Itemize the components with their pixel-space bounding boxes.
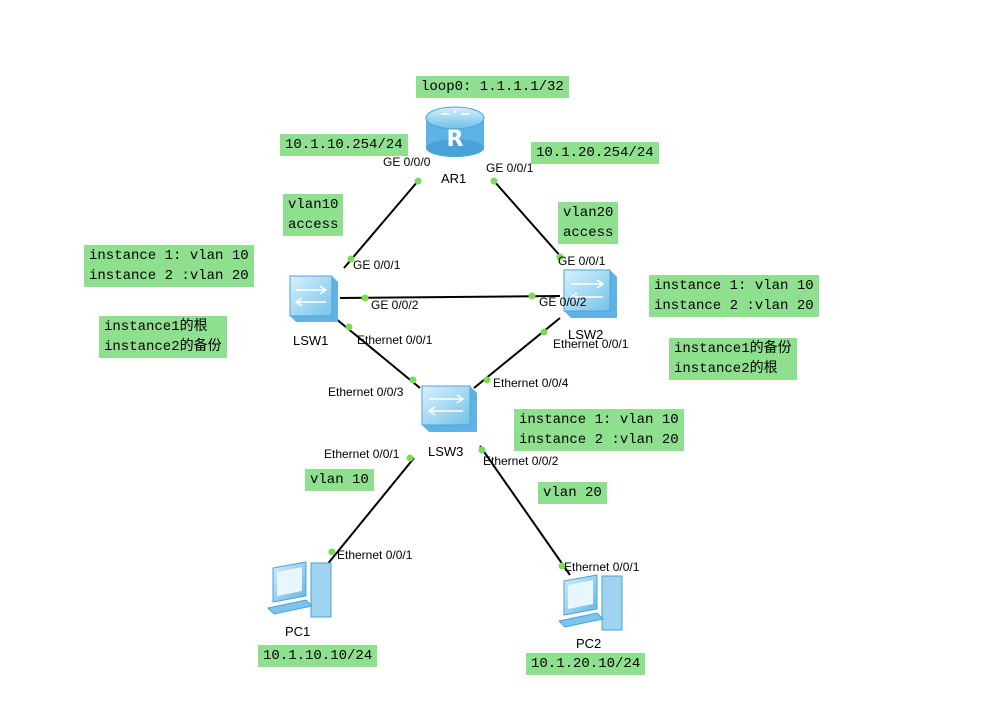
pc-icon[interactable]: [557, 574, 623, 631]
port-label-lsw3-e1: Ethernet 0/0/1: [324, 447, 400, 461]
port-label-pc2-e1: Ethernet 0/0/1: [564, 560, 640, 574]
note-line: instance 2 :vlan 20: [89, 268, 249, 284]
port-label-lsw3-e4: Ethernet 0/0/4: [493, 376, 569, 390]
note-line: instance1的备份: [674, 341, 792, 357]
port-dot: [406, 454, 414, 462]
port-dot: [540, 328, 548, 336]
note-lsw2-role: instance1的备份 instance2的根: [669, 338, 797, 380]
link-ar1-lsw2: [493, 180, 563, 259]
router-icon[interactable]: R: [425, 106, 485, 157]
port-label-lsw1-e1: Ethernet 0/0/1: [357, 333, 433, 347]
switch-icon[interactable]: [421, 385, 477, 432]
note-line: access: [288, 217, 339, 233]
port-label-lsw2-g2: GE 0/0/2: [539, 295, 587, 309]
note-line: instance1的根: [104, 319, 208, 335]
note-pc2-vlan: vlan 20: [538, 482, 607, 504]
port-dot: [347, 255, 355, 263]
link-lsw3-pc2: [479, 445, 571, 576]
port-dot: [345, 323, 353, 331]
port-label-lsw2-e1: Ethernet 0/0/1: [553, 337, 629, 351]
note-pc2-ip: 10.1.20.10/24: [526, 653, 646, 675]
note-lsw1-role: instance1的根 instance2的备份: [99, 316, 227, 358]
port-label-lsw3-e2: Ethernet 0/0/2: [483, 454, 559, 468]
note-lsw3-instances: instance 1: vlan 10 instance 2 :vlan 20: [514, 409, 684, 451]
port-label-pc1-e1: Ethernet 0/0/1: [337, 548, 413, 562]
port-label-ar1-g1: GE 0/0/1: [486, 161, 534, 175]
port-label-lsw1-g1: GE 0/0/1: [353, 258, 401, 272]
port-dot: [361, 294, 369, 302]
port-dot: [409, 376, 417, 384]
device-label-lsw1: LSW1: [293, 333, 329, 348]
port-dot: [414, 177, 422, 185]
link-lsw3-pc1: [325, 457, 415, 567]
device-label-lsw3: LSW3: [428, 444, 464, 459]
note-ar1-g0-ip: 10.1.10.254/24: [280, 134, 408, 156]
port-label-lsw2-g1: GE 0/0/1: [558, 254, 606, 268]
note-line: instance2的根: [674, 361, 778, 377]
note-line: instance 2 :vlan 20: [654, 298, 814, 314]
port-label-lsw1-g2: GE 0/0/2: [371, 298, 419, 312]
note-line: vlan10: [288, 197, 339, 213]
note-line: instance 2 :vlan 20: [519, 432, 679, 448]
note-line: vlan20: [563, 205, 614, 221]
note-loopback: loop0: 1.1.1.1/32: [416, 76, 569, 98]
note-line: instance 1: vlan 10: [654, 278, 814, 294]
port-dot: [558, 562, 566, 570]
port-dot: [528, 292, 536, 300]
port-dot: [556, 253, 564, 261]
note-pc1-vlan: vlan 10: [305, 469, 374, 491]
port-dot: [478, 446, 486, 454]
pc-icon[interactable]: [266, 561, 332, 618]
note-line: access: [563, 225, 614, 241]
device-label-lsw2: LSW2: [568, 327, 604, 342]
note-lsw1-instances: instance 1: vlan 10 instance 2 :vlan 20: [84, 245, 254, 287]
note-lsw2-instances: instance 1: vlan 10 instance 2 :vlan 20: [649, 275, 819, 317]
device-label-ar1: AR1: [441, 171, 467, 186]
port-dot: [328, 548, 336, 556]
device-label-pc2: PC2: [576, 636, 602, 651]
link-ar1-lsw1: [343, 180, 419, 269]
switch-icon[interactable]: [289, 275, 338, 322]
port-label-ar1-g0: GE 0/0/0: [383, 155, 431, 169]
note-vlan10-access: vlan10 access: [283, 194, 344, 236]
port-label-lsw3-e3: Ethernet 0/0/3: [328, 385, 404, 399]
note-vlan20-access: vlan20 access: [558, 202, 619, 244]
note-line: instance 1: vlan 10: [519, 412, 679, 428]
note-line: instance2的备份: [104, 339, 222, 355]
switch-icon[interactable]: [563, 269, 617, 318]
note-line: instance 1: vlan 10: [89, 248, 249, 264]
port-dot: [483, 376, 491, 384]
svg-text:R: R: [447, 127, 464, 152]
device-label-pc1: PC1: [285, 624, 311, 639]
note-pc1-ip: 10.1.10.10/24: [258, 645, 378, 667]
link-lsw1-lsw2: [339, 295, 561, 299]
note-ar1-g1-ip: 10.1.20.254/24: [531, 142, 659, 164]
port-dot: [490, 177, 498, 185]
